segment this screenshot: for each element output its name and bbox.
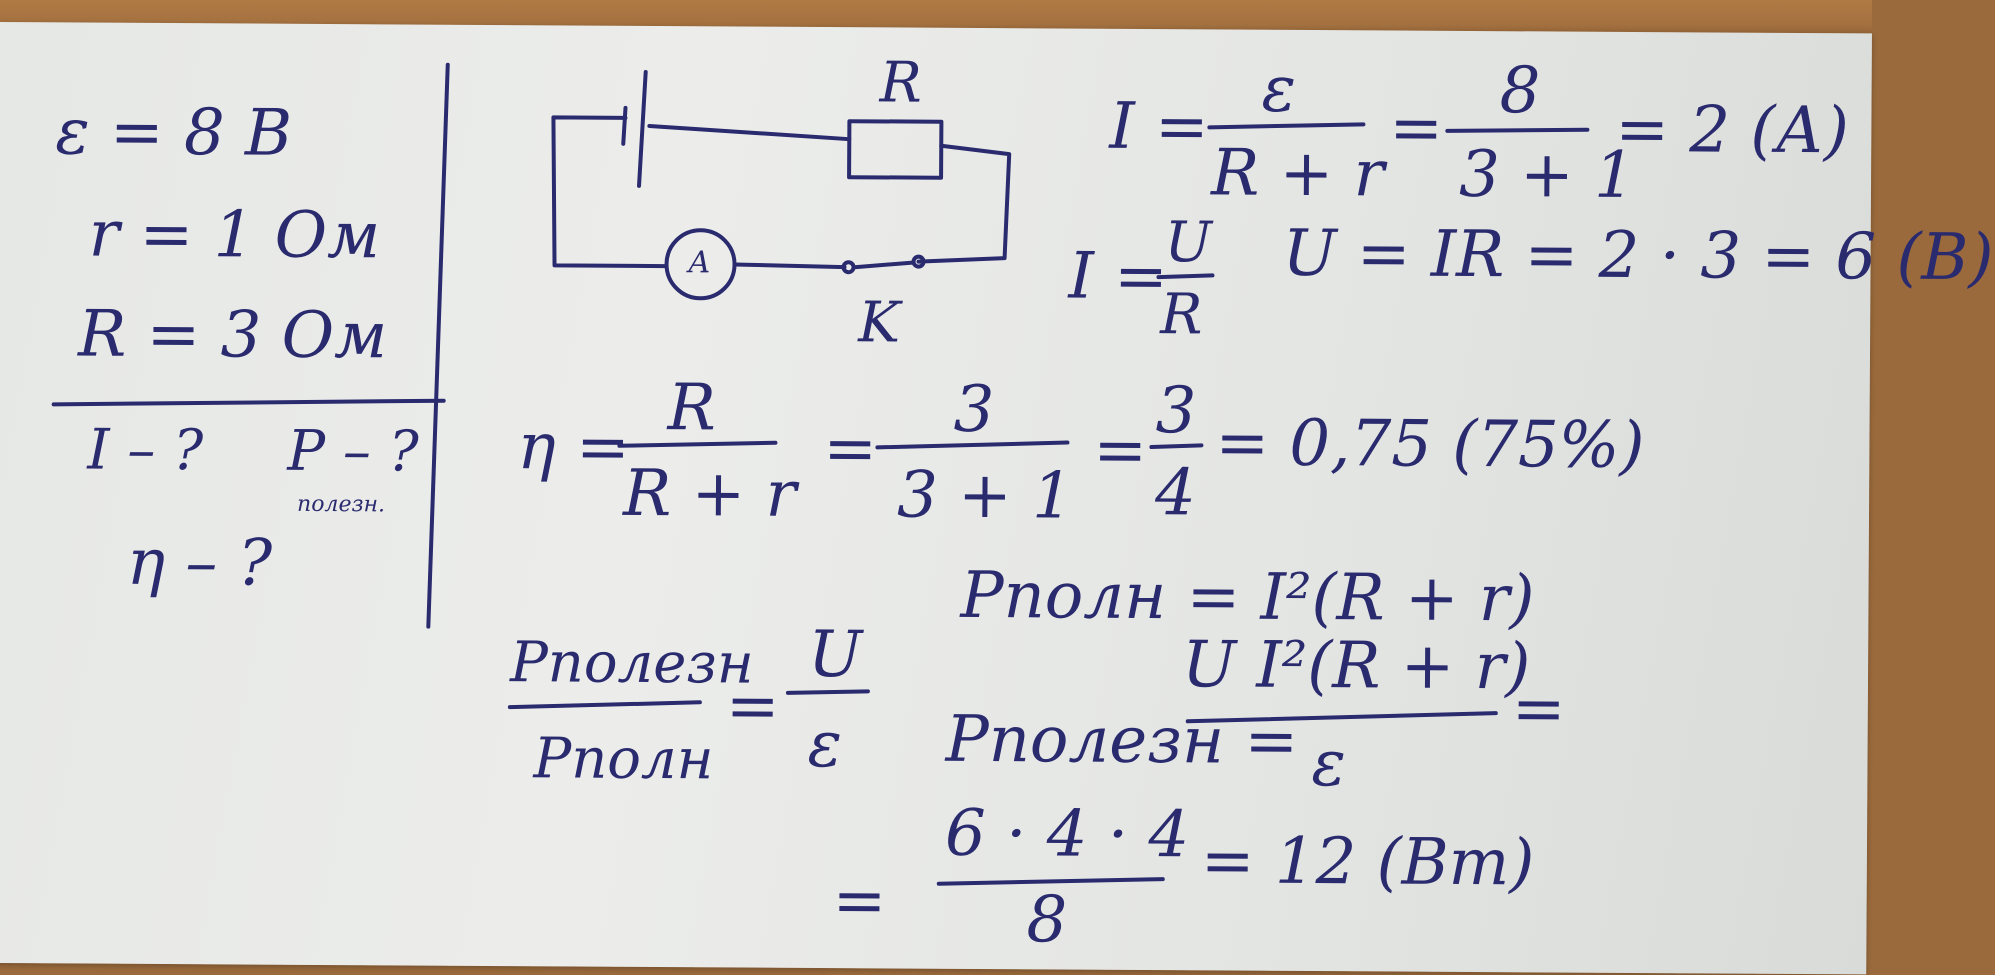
useful-power-den: ε: [1311, 727, 1347, 802]
ratio-den2: ε: [807, 707, 843, 783]
ohm-num: U: [1164, 210, 1213, 276]
frac-bar-eff-1: [617, 440, 778, 448]
eff-num2: 3: [953, 372, 995, 448]
current-lhs: I =: [1109, 89, 1209, 165]
eff-den3: 4: [1154, 456, 1197, 531]
key-contact-left: [841, 260, 856, 275]
ohm-den: R: [1160, 282, 1203, 348]
current-frac-num: ε: [1261, 52, 1297, 127]
final-den: 8: [1026, 883, 1068, 958]
eff-lhs: η =: [517, 410, 630, 485]
circuit-right-wire: [916, 143, 1012, 264]
given-internal-resistance: r = 1 Ом: [88, 197, 381, 274]
circuit-diagram: [551, 69, 1012, 301]
frac-bar-useful: [1185, 711, 1498, 724]
eff-result: = 0,75 (75%): [1215, 406, 1645, 484]
frac-bar-final: [936, 877, 1165, 886]
ratio-den: Pполн: [533, 726, 714, 793]
ratio-num2: U: [807, 617, 863, 693]
final-eq: =: [832, 864, 887, 939]
ink-drawing: [51, 62, 1590, 886]
voltage-equation: U = IR = 2 · 3 = 6 (В): [1282, 216, 1994, 296]
useful-power-num: U I²(R + r): [1181, 628, 1531, 705]
current-den2: 3 + 1: [1458, 137, 1636, 213]
battery-long-plate: [637, 69, 648, 188]
circuit-left-wire: [551, 115, 667, 269]
eff-eq2: =: [823, 412, 878, 487]
ratio-eq: =: [725, 669, 780, 744]
eff-den: R + r: [622, 456, 797, 532]
find-useful-power-subscript: полезн.: [296, 491, 386, 518]
frac-bar-current-2: [1445, 127, 1590, 133]
battery-short-plate: [621, 105, 628, 146]
eff-eq3: =: [1093, 413, 1148, 489]
current-num2: 8: [1499, 54, 1541, 129]
current-eq2: =: [1389, 91, 1444, 166]
circuit-bottom-wire: [732, 262, 847, 270]
given-horizontal-divider: [51, 398, 446, 407]
find-efficiency: η – ?: [126, 525, 273, 601]
current-result: = 2 (А): [1615, 92, 1850, 169]
given-emf: ε = 8 В: [55, 95, 293, 171]
frac-bar-ratio-2: [785, 689, 870, 695]
frac-bar-eff-2: [875, 440, 1070, 450]
find-current: I – ?: [87, 417, 204, 484]
useful-power-lhs: Pполезн =: [945, 702, 1299, 779]
current-frac-den: R + r: [1210, 136, 1385, 212]
ratio-num: Pполезн: [509, 630, 754, 697]
eff-den2: 3 + 1: [896, 458, 1074, 534]
find-useful-power: P – ?: [287, 418, 419, 485]
given-resistance: R = 3 Ом: [77, 297, 388, 374]
frac-bar-ohm: [1156, 273, 1215, 280]
notebook-page: ε = 8 В r = 1 Ом R = 3 Ом I – ? P – ? по…: [0, 22, 1994, 975]
ohm-lhs: I =: [1068, 239, 1168, 315]
circuit-top-wire: [647, 123, 852, 142]
frac-bar-current-1: [1207, 122, 1366, 130]
given-vertical-divider: [426, 62, 450, 629]
frac-bar-eff-3: [1149, 443, 1204, 450]
eff-num3: 3: [1155, 374, 1197, 449]
resistor-box: [847, 119, 944, 180]
key-switch-gap: [852, 260, 915, 270]
frac-bar-ratio-1: [507, 700, 702, 710]
useful-power-eq: =: [1511, 672, 1566, 747]
final-num: 6 · 4 · 4: [944, 796, 1190, 873]
ammeter-label: A: [688, 245, 711, 281]
eff-num: R: [667, 371, 717, 446]
total-power-equation: Pполн = I²(R + r): [960, 558, 1535, 637]
resistor-label: R: [879, 50, 923, 116]
key-label: K: [857, 290, 901, 356]
final-result: = 12 (Вт): [1200, 824, 1535, 901]
